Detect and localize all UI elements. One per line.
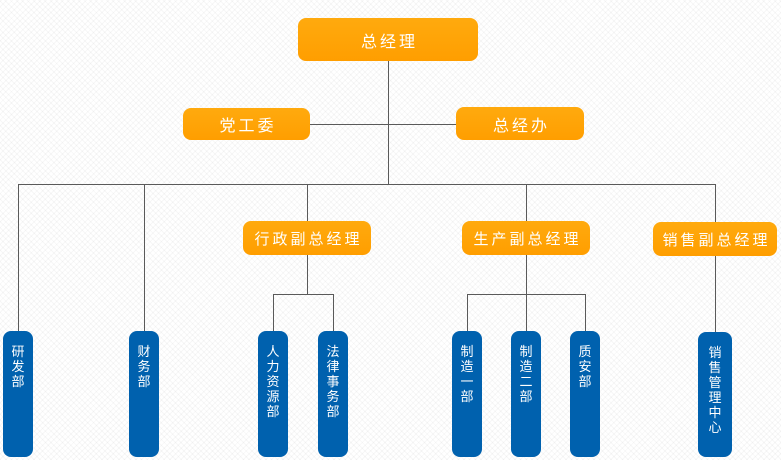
connector-line [273, 294, 333, 295]
node-label: 法律事务部 [326, 345, 340, 420]
connector-line [715, 256, 716, 333]
org-node-dept-quality-safety[interactable]: 质安部 [570, 331, 600, 457]
connector-line [526, 184, 527, 221]
connector-line [467, 294, 585, 295]
connector-line [307, 184, 308, 221]
connector-line [307, 255, 308, 294]
node-label: 质安部 [578, 345, 592, 390]
node-label: 生产副总经理 [473, 229, 582, 248]
org-node-dept-rd[interactable]: 研发部 [3, 331, 33, 457]
node-label: 财务部 [137, 345, 151, 390]
org-node-dept-legal[interactable]: 法律事务部 [318, 331, 348, 457]
node-label: 总经办 [492, 115, 550, 135]
org-node-general-manager[interactable]: 总经理 [298, 18, 478, 61]
node-label: 总经理 [360, 31, 418, 51]
org-node-dept-sales-management-center[interactable]: 销售管理中心 [698, 332, 732, 457]
connector-line [467, 294, 468, 331]
connector-line [388, 61, 389, 184]
connector-line [144, 184, 145, 331]
connector-line [333, 294, 334, 331]
org-node-admin-deputy-gm[interactable]: 行政副总经理 [243, 221, 371, 255]
org-node-dept-manufacturing-2[interactable]: 制造二部 [511, 331, 541, 457]
connector-line [273, 294, 274, 331]
node-label: 人力资源部 [266, 345, 280, 420]
org-node-party-committee[interactable]: 党工委 [183, 108, 310, 140]
node-label: 销售管理中心 [708, 346, 722, 436]
org-node-sales-deputy-gm[interactable]: 销售副总经理 [653, 222, 777, 256]
node-label: 制造二部 [519, 345, 533, 405]
connector-line [310, 124, 456, 125]
org-node-production-deputy-gm[interactable]: 生产副总经理 [462, 221, 590, 255]
org-node-gm-office[interactable]: 总经办 [456, 107, 584, 140]
node-label: 行政副总经理 [254, 229, 363, 248]
connector-line [18, 184, 716, 185]
node-label: 制造一部 [460, 345, 474, 405]
node-label: 销售副总经理 [662, 230, 771, 249]
org-node-dept-manufacturing-1[interactable]: 制造一部 [452, 331, 482, 457]
org-node-dept-hr[interactable]: 人力资源部 [258, 331, 288, 457]
connector-line [585, 294, 586, 331]
connector-line [18, 184, 19, 331]
connector-line [715, 184, 716, 222]
node-label: 研发部 [11, 345, 25, 390]
connector-line [526, 255, 527, 331]
org-node-dept-finance[interactable]: 财务部 [129, 331, 159, 457]
node-label: 党工委 [219, 116, 277, 135]
